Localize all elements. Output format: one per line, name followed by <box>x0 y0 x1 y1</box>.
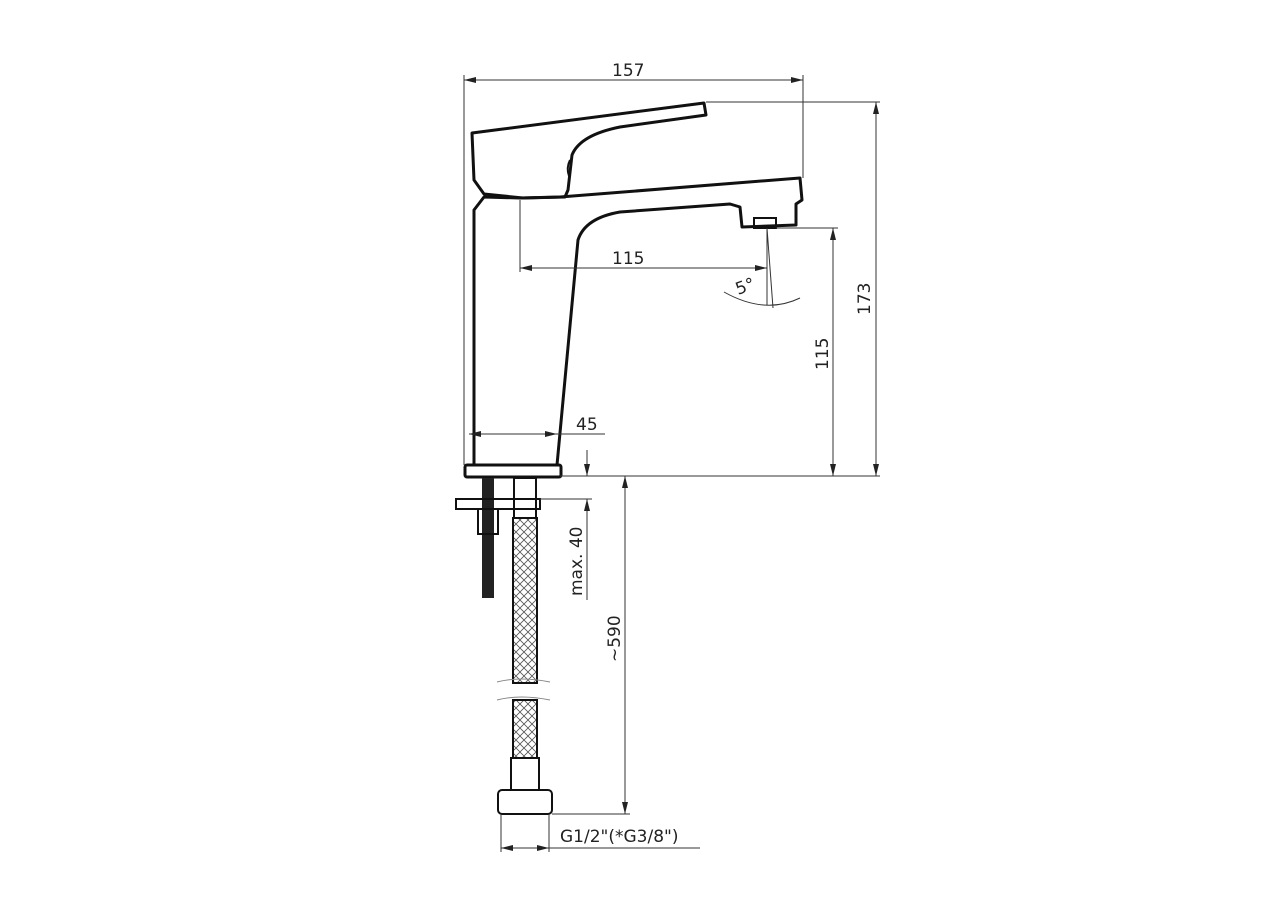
faucet-spout-body <box>472 176 804 467</box>
dim-hose-length: ~590 <box>605 615 625 662</box>
dim-overall-length: 157 <box>612 61 644 81</box>
dim-spout-reach: 115 <box>612 249 644 269</box>
dim-overall-height: 173 <box>855 283 875 315</box>
faucet-lever <box>470 101 708 200</box>
flexible-hose <box>496 477 553 815</box>
dim-max-deck-thickness: max. 40 <box>567 527 587 596</box>
dim-body-width: 45 <box>576 415 598 435</box>
dim-connection-thread: G1/2"(*G3/8") <box>560 827 678 847</box>
mounting-stud <box>455 478 541 598</box>
dimension-lines <box>463 75 880 852</box>
dim-spout-angle: 5° <box>733 274 758 299</box>
dim-spout-height: 115 <box>813 338 833 370</box>
faucet-base-plate <box>463 463 563 479</box>
